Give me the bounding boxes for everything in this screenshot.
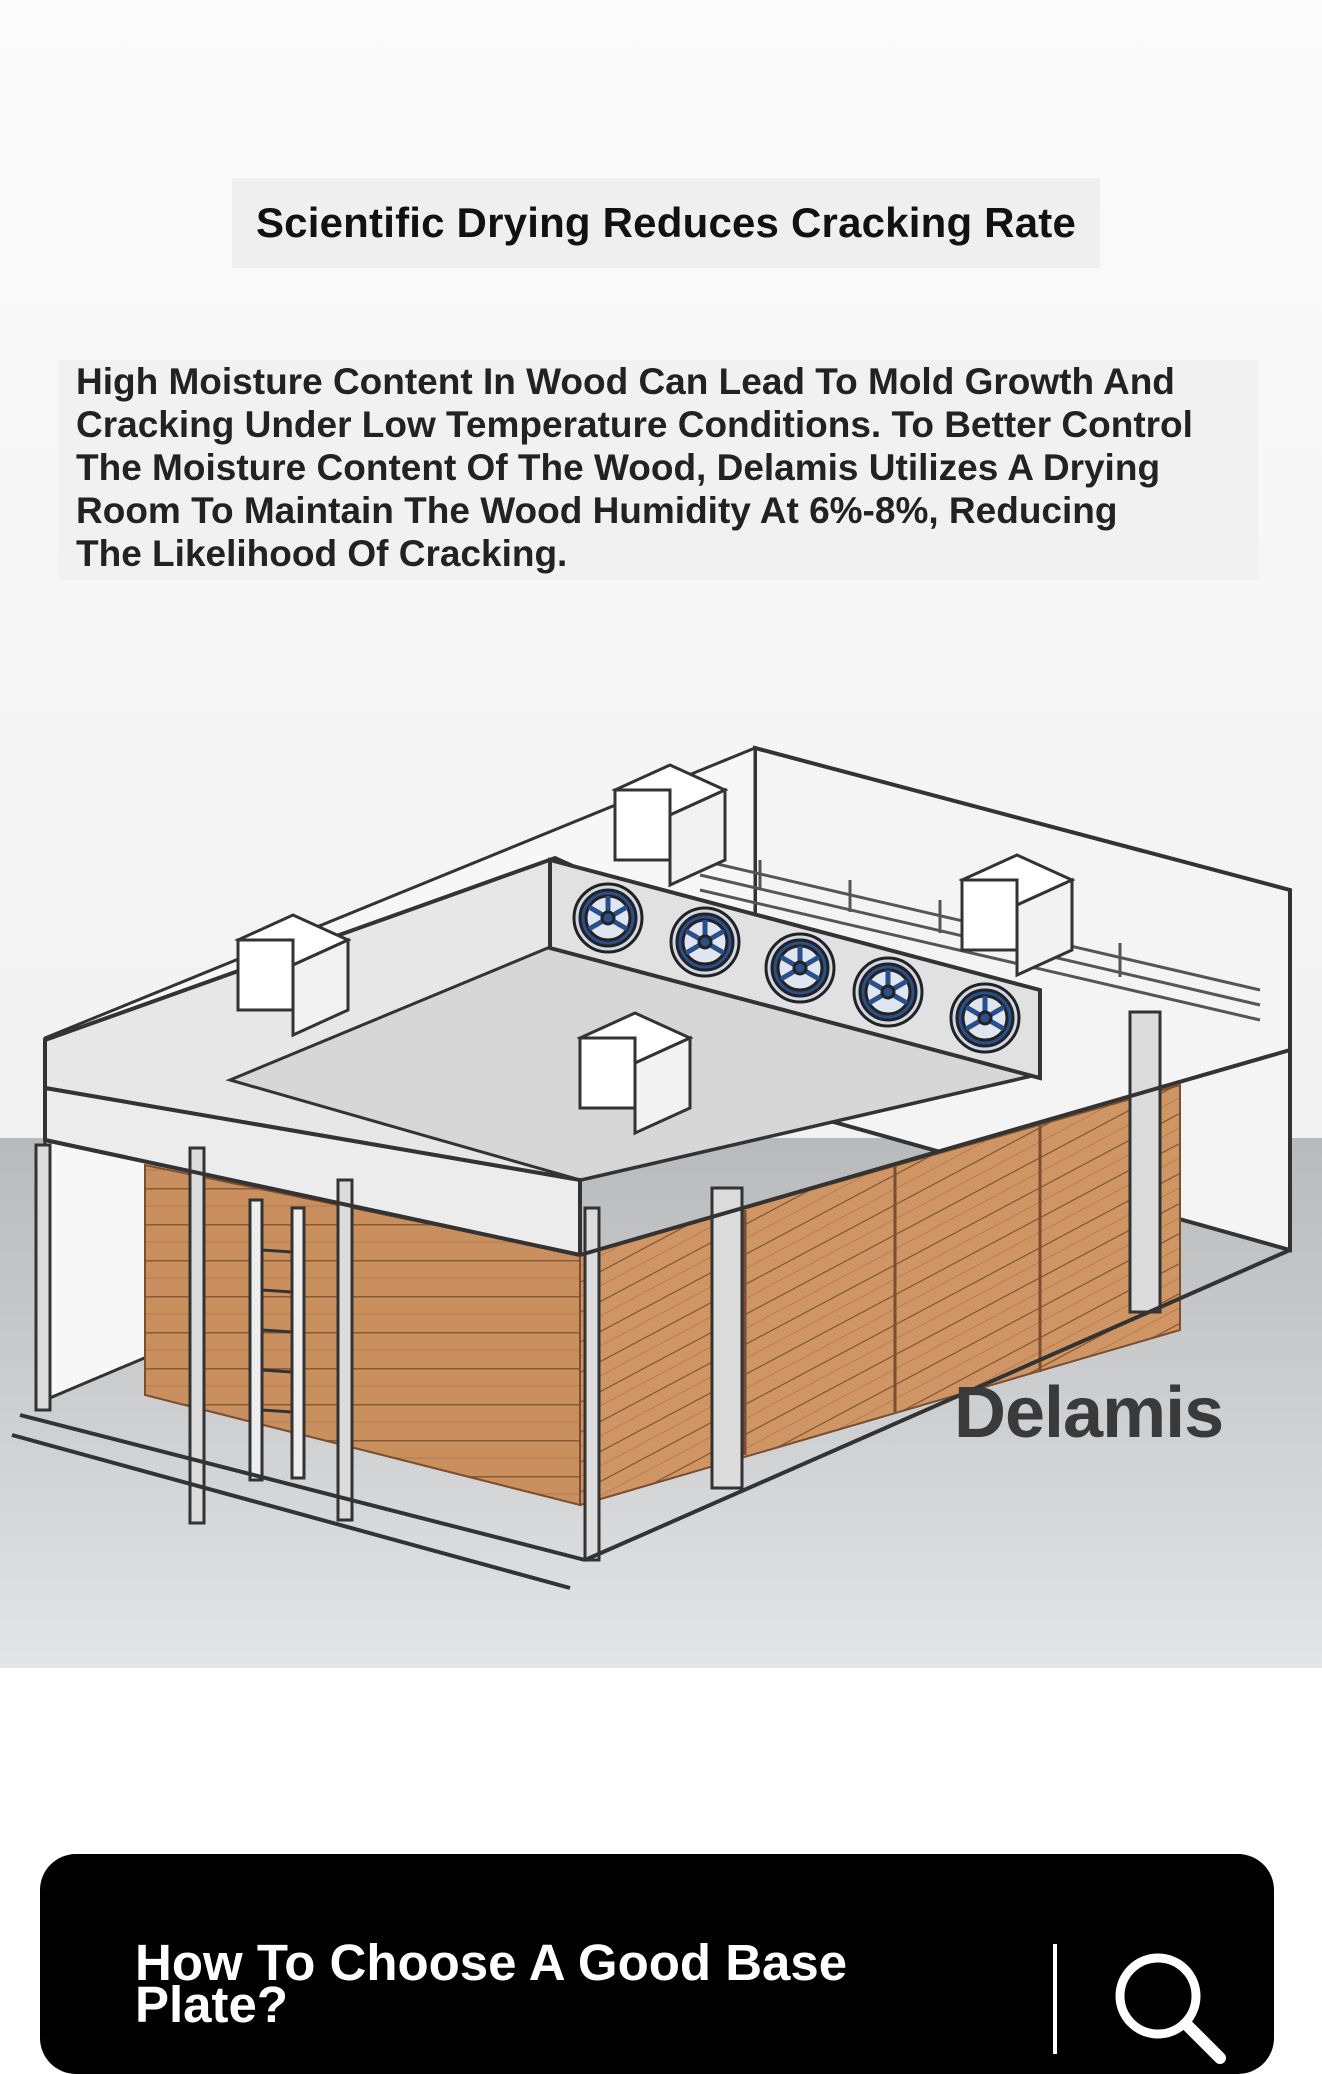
page-title: Scientific Drying Reduces Cracking Rate bbox=[255, 199, 1077, 246]
description-line: Cracking Under Low Temperature Condition… bbox=[76, 404, 1193, 445]
description-block: High Moisture Content In Wood Can Lead T… bbox=[58, 360, 1258, 580]
brand-watermark: Delamis bbox=[954, 1373, 1224, 1453]
description-line: High Moisture Content In Wood Can Lead T… bbox=[76, 361, 1175, 402]
title-box: Scientific Drying Reduces Cracking Rate bbox=[232, 178, 1100, 268]
fan-row bbox=[572, 882, 1021, 1054]
search-query-text[interactable]: How To Choose A Good Base Plate? bbox=[135, 1934, 925, 2033]
drying-room-illustration bbox=[11, 745, 1292, 1590]
description-line: The Likelihood Of Cracking. bbox=[76, 533, 568, 574]
search-divider bbox=[1053, 1944, 1057, 2054]
description-line: Room To Maintain The Wood Humidity At 6%… bbox=[76, 490, 1118, 531]
search-query-line: Plate? bbox=[135, 1976, 289, 2033]
search-icon[interactable] bbox=[1108, 1946, 1228, 2066]
search-query-line: How To Choose A Good Base bbox=[135, 1934, 848, 1991]
search-banner[interactable]: How To Choose A Good Base Plate? bbox=[40, 1854, 1274, 2074]
description-line: The Moisture Content Of The Wood, Delami… bbox=[76, 447, 1161, 488]
